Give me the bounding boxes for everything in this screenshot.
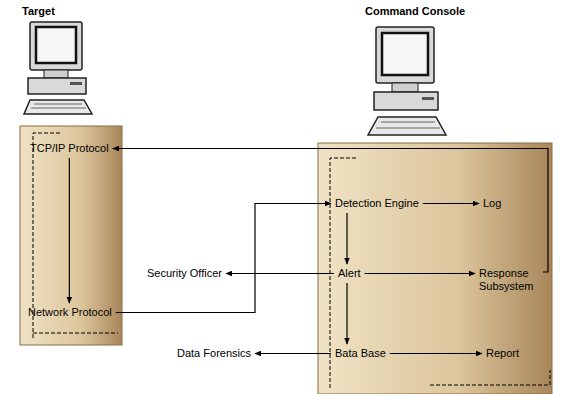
component-label: Data Forensics <box>176 346 252 361</box>
flow-arrow <box>255 353 331 354</box>
component-label: Alert <box>337 266 362 281</box>
flow-arrow <box>116 204 331 313</box>
dashed-frame <box>33 333 118 334</box>
flow-arrow <box>365 273 475 274</box>
component-text: Data Forensics <box>177 347 251 360</box>
flow-arrow <box>69 158 70 303</box>
panel-ground <box>20 126 122 345</box>
component-label: Response Subsystem <box>478 266 540 294</box>
component-label: Security Officer <box>146 266 223 281</box>
computer-icon <box>24 22 92 114</box>
panel-heading: Target <box>22 5 55 18</box>
dashed-frame <box>430 370 550 385</box>
panel-heading: Command Console <box>365 5 465 18</box>
component-text: Security Officer <box>147 267 222 280</box>
flow-arrow <box>226 273 334 274</box>
component-text: Alert <box>338 267 361 280</box>
component-label: Report <box>485 346 520 361</box>
component-label: Log <box>482 196 502 211</box>
computer-icon <box>368 27 446 135</box>
flow-arrow <box>346 213 347 264</box>
system-panel: Command ConsoleDetection EngineLogAlertR… <box>318 143 552 394</box>
panel-ground <box>318 143 552 394</box>
flow-arrow <box>423 203 479 204</box>
component-label: Bata Base <box>334 346 387 361</box>
system-panel: TargetTCP/IP ProtocolNetwork Protocol <box>20 126 122 345</box>
component-text: Network Protocol <box>28 306 112 319</box>
component-text: Detection Engine <box>335 197 419 210</box>
flow-arrow <box>113 149 548 273</box>
component-text: Log <box>483 197 501 210</box>
component-text: Bata Base <box>335 347 386 360</box>
component-label: TCP/IP Protocol <box>29 141 110 156</box>
component-label: Detection Engine <box>334 196 420 211</box>
flow-arrow <box>390 353 482 354</box>
component-text: Response Subsystem <box>479 267 539 293</box>
component-text: TCP/IP Protocol <box>30 142 109 155</box>
component-text: Report <box>486 347 519 360</box>
flow-arrow <box>346 283 347 344</box>
component-label: Network Protocol <box>27 305 113 320</box>
